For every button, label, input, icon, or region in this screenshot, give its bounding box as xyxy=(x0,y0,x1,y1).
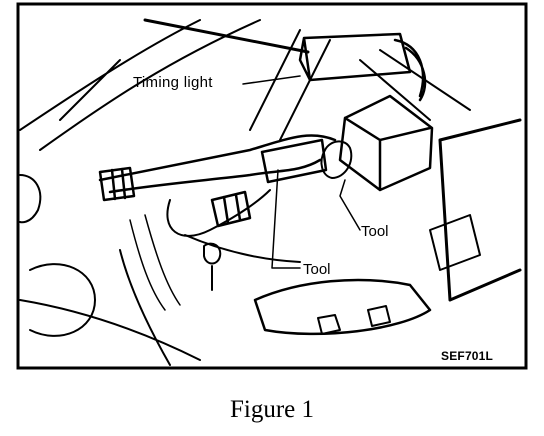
harness-connector-right xyxy=(260,138,328,184)
fender-curve xyxy=(19,174,42,224)
figure-frame xyxy=(16,2,528,370)
cable-lower xyxy=(184,234,301,263)
round-part-left xyxy=(29,263,96,337)
timing-light-leader xyxy=(242,75,301,85)
tool-label-upper: Tool xyxy=(361,223,389,240)
timing-light-handle xyxy=(393,38,427,102)
tool-lower-leader xyxy=(271,169,301,269)
probe-rod xyxy=(143,18,310,54)
timing-light-body xyxy=(298,32,412,82)
intake-manifold xyxy=(253,278,432,336)
figure-caption: Figure 1 xyxy=(229,396,315,423)
harness-connector-left xyxy=(98,166,136,202)
pipe-right xyxy=(438,118,522,302)
cable-second xyxy=(108,158,322,194)
small-fitting xyxy=(203,242,222,291)
figure-code: SEF701L xyxy=(441,349,494,363)
tool-label-lower: Tool xyxy=(303,261,331,278)
radiator-fins xyxy=(129,214,181,311)
cable-main xyxy=(98,134,337,182)
timing-light-label: Timing light xyxy=(133,74,213,91)
manifold-bolt-1 xyxy=(317,314,341,335)
tool-upper-leader xyxy=(339,179,361,231)
bracket-lower-right xyxy=(429,214,481,271)
manifold-bolt-2 xyxy=(367,305,391,327)
hose-lower-left xyxy=(19,249,201,366)
tool-block xyxy=(338,94,434,192)
cable-loop xyxy=(166,189,271,237)
harness-connector-mid xyxy=(210,190,252,228)
tool-connector xyxy=(320,140,353,179)
